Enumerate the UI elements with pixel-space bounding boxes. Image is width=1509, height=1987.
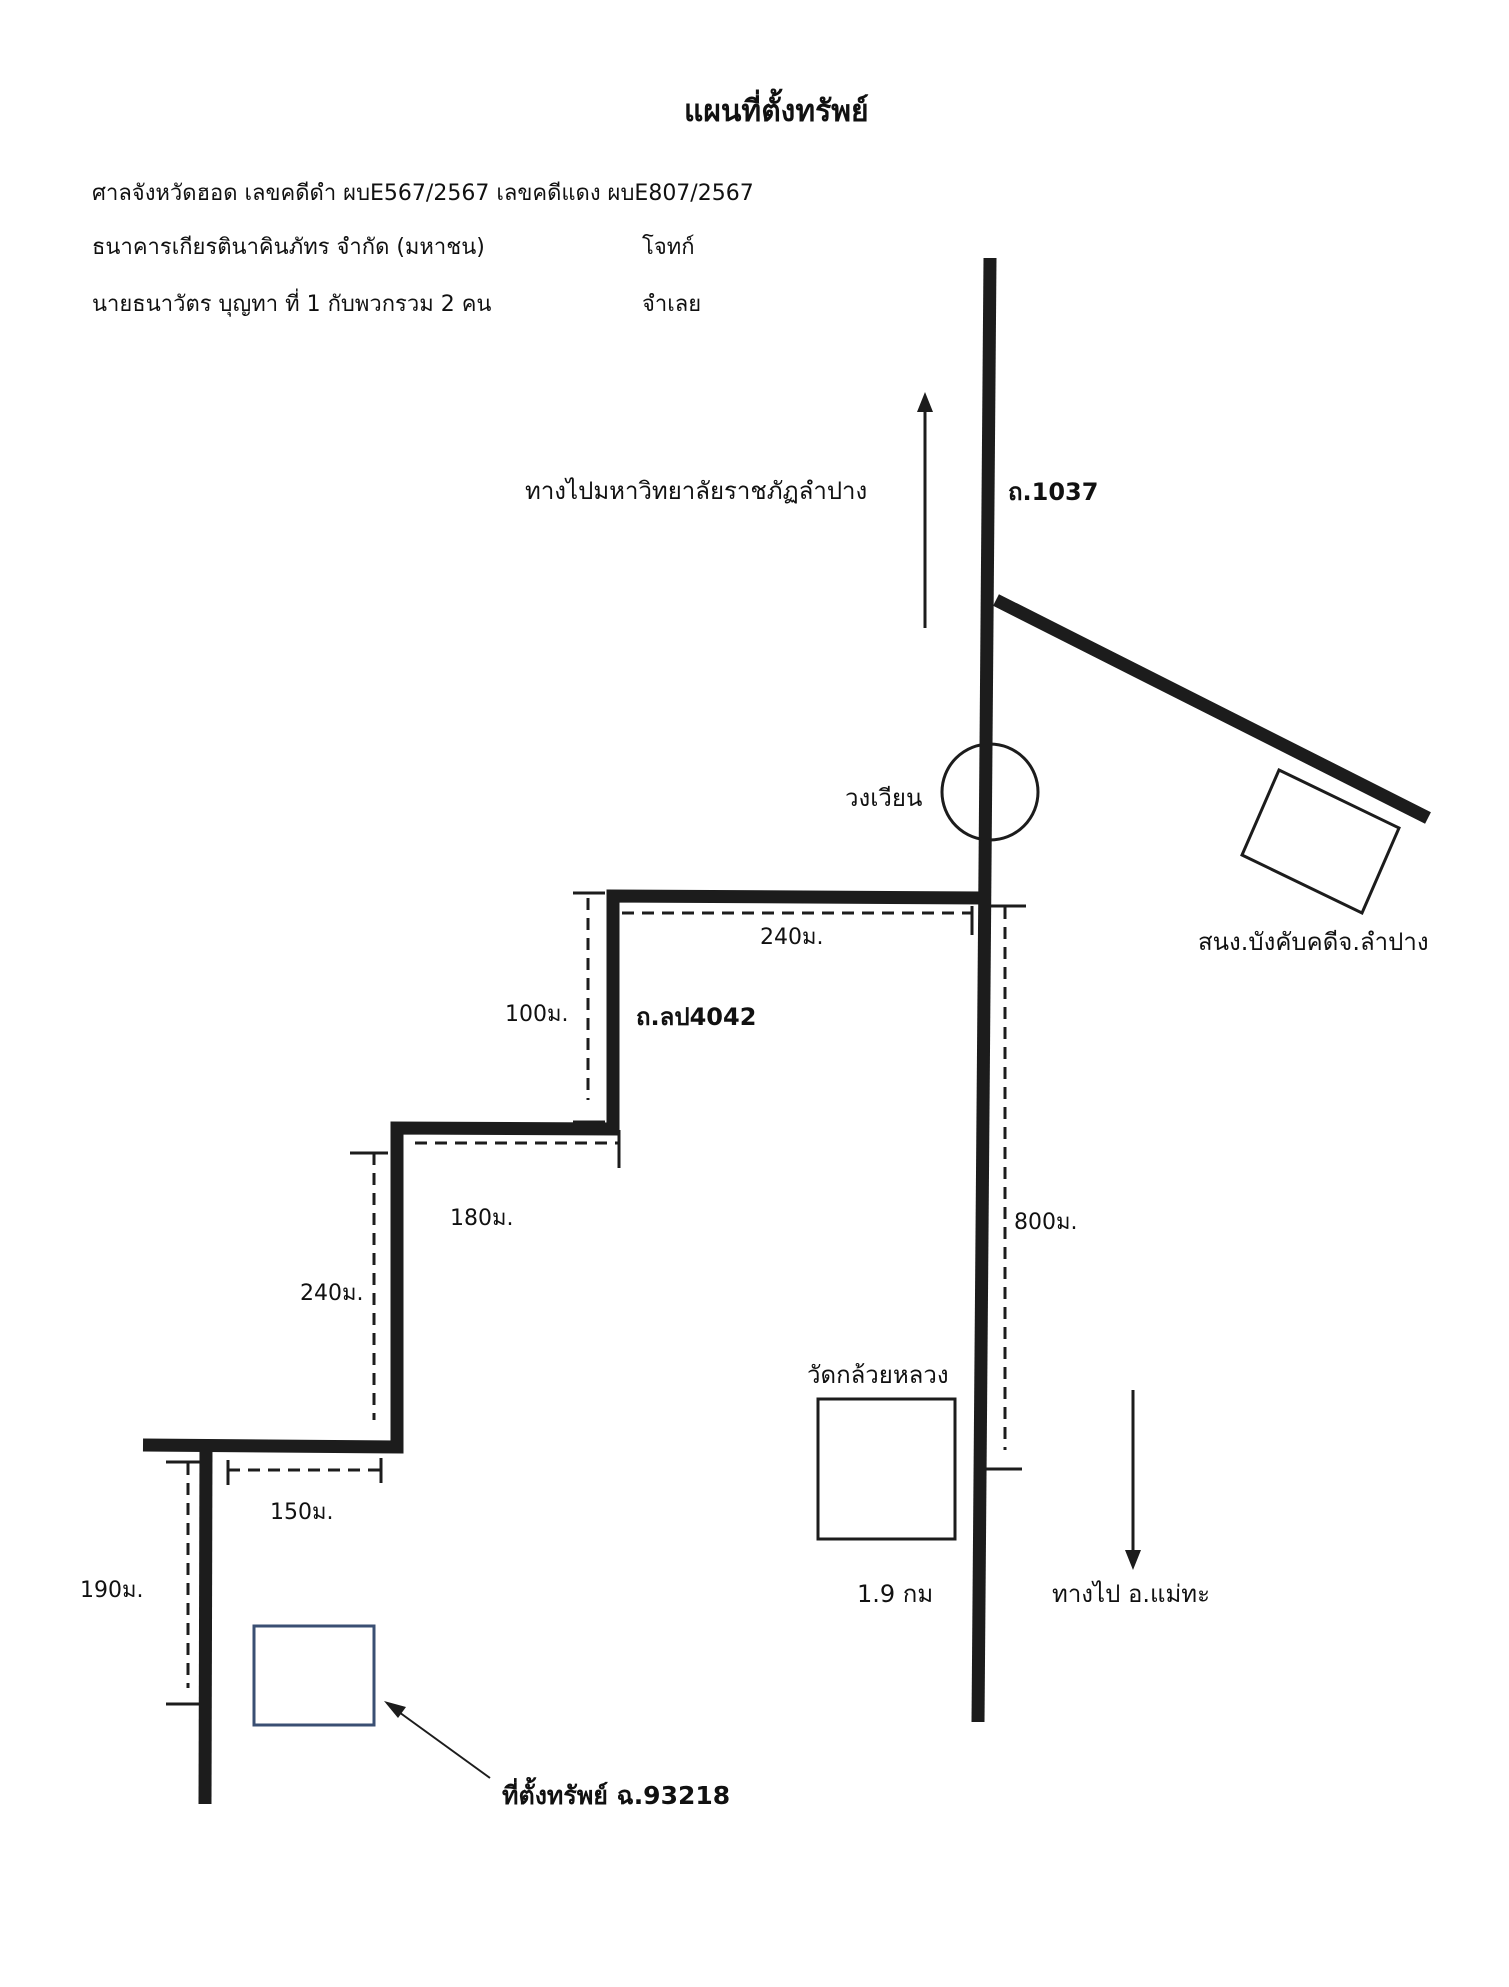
enforcement-office-label: สนง.บังคับคดีจ.ลำปาง [1198, 928, 1429, 956]
property-box [252, 1624, 376, 1727]
distance-first-vertical: 100ม. [505, 1002, 569, 1027]
temple-box [816, 1397, 957, 1541]
roundabout-circle [940, 742, 1040, 842]
side-road-line [142, 889, 986, 1454]
distance-top-240: 240ม. [760, 925, 824, 950]
case-line: ศาลจังหวัดฮอด เลขคดีดำ ผบE567/2567 เลขคด… [92, 181, 754, 206]
to-university-label: ทางไปมหาวิทยาลัยราชภัฏลำปาง [525, 477, 868, 505]
main-road-line [971, 257, 997, 1723]
distance-main-800: 800ม. [1014, 1210, 1078, 1235]
roundabout-label: วงเวียน [845, 784, 923, 812]
temple-label: วัดกล้วยหลวง [807, 1361, 949, 1389]
arrow-down-head [1125, 1550, 1141, 1570]
plaintiff-name: ธนาคารเกียรตินาคินภัทร จำกัด (มหาชน) [92, 235, 485, 260]
distance-second-horizontal: 180ม. [450, 1206, 514, 1231]
arrow-up-head [917, 392, 933, 412]
page-title: แผนที่ตั้งทรัพย์ [684, 94, 869, 129]
final-road-segment [198, 1445, 213, 1805]
distance-second-vertical: 240ม. [300, 1281, 364, 1306]
main-road-label: ถ.1037 [1008, 478, 1099, 506]
defendant-role: จำเลย [642, 292, 702, 317]
branch-road-line [993, 594, 1431, 824]
side-road-label: ถ.ลป4042 [636, 1003, 757, 1031]
distance-final-vertical: 190ม. [80, 1578, 144, 1603]
defendant-name: นายธนาวัตร บุญทา ที่ 1 กับพวกรวม 2 คน [92, 292, 492, 317]
to-mae-tha-label: ทางไป อ.แม่ทะ [1052, 1580, 1210, 1608]
temple-distance-label: 1.9 กม [857, 1580, 934, 1608]
distance-third-horizontal: 150ม. [270, 1500, 334, 1525]
property-pointer-line [391, 1706, 491, 1779]
enforcement-office-box [1240, 767, 1401, 916]
plaintiff-role: โจทก์ [642, 235, 695, 260]
property-pointer-head [384, 1701, 406, 1718]
property-label: ที่ตั้งทรัพย์ ฉ.93218 [502, 1781, 731, 1810]
